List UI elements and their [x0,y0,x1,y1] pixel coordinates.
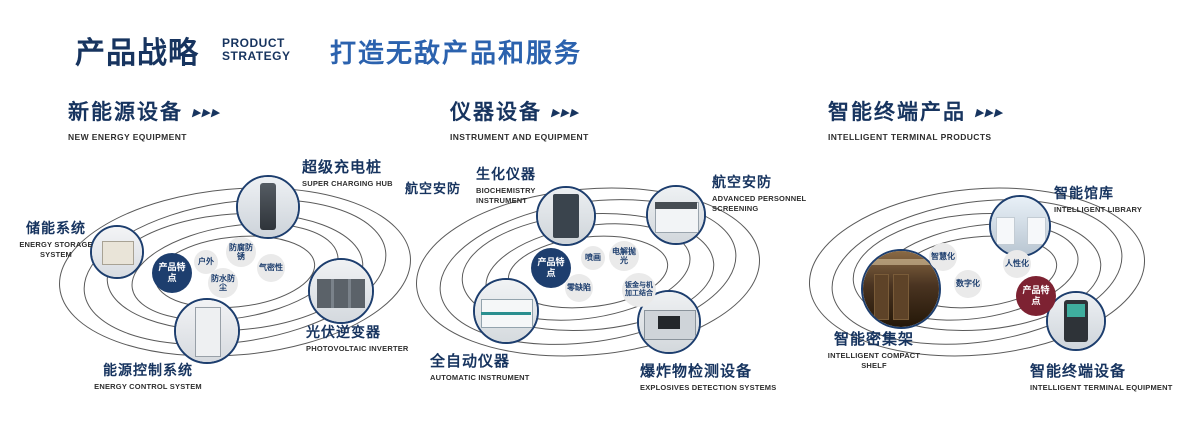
node-photovoltaic-inverter [308,258,374,324]
label-cn: 光伏逆变器 [306,324,381,340]
label-cn: 生化仪器 [476,166,536,182]
charging-hub-photo [238,177,298,237]
feature-bubble: 人性化 [1003,250,1031,278]
kiosk-screen-shape [1067,304,1085,317]
label-cn: 能源控制系统 [103,362,193,378]
node-energy-control-system [174,298,240,364]
label-cn: 爆炸物检测设备 [640,363,753,380]
label-cn: 航空安防 [712,174,772,190]
label-en: BIOCHEMISTRY INSTRUMENT [476,186,536,205]
node-super-charging-hub [236,175,300,239]
analyzer-accent-shape [481,312,531,316]
section-header-terminal: 智能终端产品▶▶▶ INTELLIGENT TERMINAL PRODUCTS [828,96,1006,142]
feature-bubble: 数字化 [954,270,982,298]
detector-tunnel-shape [657,316,681,330]
section-subtitle: INSTRUMENT AND EQUIPMENT [450,132,589,142]
label-cn: 超级充电桩 [302,159,383,176]
label-personnel-screening: 航空安防 ADVANCED PERSONNEL SCREENING [712,172,824,214]
slogan: 打造无敌产品和服务 [330,38,583,68]
library-shelf-shape [1026,216,1047,246]
label-explosives-detection: 爆炸物检测设备 EXPLOSIVES DETECTION SYSTEMS [640,360,785,393]
control-cabinet-shape [195,307,221,357]
feature-circle-new-energy: 产品特点 [152,253,192,293]
section-title: 仪器设备 [450,101,542,124]
node-energy-storage [90,225,144,279]
feature-bubble: 电解抛光 [609,241,639,271]
node-intelligent-library [989,195,1051,257]
terminal-kiosk-photo [1048,293,1104,349]
control-system-photo [176,300,238,362]
section-subtitle: NEW ENERGY EQUIPMENT [68,132,187,142]
section-subtitle: INTELLIGENT TERMINAL PRODUCTS [828,132,992,142]
node-automatic-instrument [473,278,539,344]
library-shelf-shape [995,216,1016,246]
label-en: ENERGY STORAGE SYSTEM [19,240,93,259]
page-title: 产品战略 [75,37,199,70]
label-cn: 智能密集架 [833,331,914,348]
label-photovoltaic-inverter: 光伏逆变器 PHOTOVOLTAIC INVERTER [306,322,416,354]
label-aviation-security: 航空安防 [405,181,462,196]
node-intelligent-compact-shelf [861,249,941,329]
label-cn: 智能终端设备 [1030,363,1127,380]
label-intelligent-compact-shelf: 智能密集架 INTELLIGENT COMPACT SHELF [818,328,930,371]
label-en: ENERGY CONTROL SYSTEM [94,382,202,391]
page-title-en-line1: PRODUCT [222,36,285,50]
label-en: SUPER CHARGING HUB [302,179,393,188]
screening-photo [648,187,704,243]
section-title: 智能终端产品 [828,101,966,124]
page-title-en: PRODUCT STRATEGY [222,37,290,62]
feature-bubble: 气密性 [257,254,285,282]
label-energy-control-system: 能源控制系统 ENERGY CONTROL SYSTEM [88,360,208,392]
label-en: ADVANCED PERSONNEL SCREENING [712,194,807,213]
node-personnel-screening [646,185,706,245]
feature-bubble: 钣金与机加工结合 [622,273,656,307]
label-en: INTELLIGENT COMPACT SHELF [827,351,921,370]
label-cn: 智能馆库 [1054,185,1114,201]
label-cn: 储能系统 [26,220,86,236]
charging-pile-shape [259,183,277,230]
section-header-new-energy: 新能源设备▶▶▶ NEW ENERGY EQUIPMENT [68,96,223,142]
label-en: INTELLIGENT TERMINAL EQUIPMENT [1030,383,1173,392]
label-en: PHOTOVOLTAIC INVERTER [306,344,409,353]
node-biochemistry-instrument [536,186,596,246]
feature-bubble: 户外 [194,250,218,274]
label-intelligent-terminal-equipment: 智能终端设备 INTELLIGENT TERMINAL EQUIPMENT [1030,360,1180,393]
label-en: EXPLOSIVES DETECTION SYSTEMS [640,383,777,392]
library-photo [991,197,1049,255]
label-super-charging-hub: 超级充电桩 SUPER CHARGING HUB [302,156,412,189]
section-title: 新能源设备 [68,101,183,124]
feature-bubble: 零缺陷 [565,274,593,302]
label-biochemistry: 生化仪器 BIOCHEMISTRY INSTRUMENT [476,164,568,206]
label-intelligent-library: 智能馆库 INTELLIGENT LIBRARY [1054,183,1164,215]
feature-circle-terminal: 产品特点 [1016,276,1056,316]
feature-bubble: 防水防尘 [208,268,238,298]
label-cn: 全自动仪器 [430,353,511,370]
server-rack-shape [552,193,580,239]
shelf-unit-shape [893,273,910,320]
automatic-instrument-photo [475,280,537,342]
node-intelligent-terminal-equipment [1046,291,1106,351]
feature-bubble: 喷画 [581,246,605,270]
inverter-photo [310,260,372,322]
compact-shelf-photo [863,251,939,327]
feature-bubble: 防腐防锈 [226,237,256,267]
shelf-ceiling-light-shape [863,258,939,266]
label-automatic-instrument: 全自动仪器 AUTOMATIC INSTRUMENT [430,350,540,383]
section-header-instrument: 仪器设备▶▶▶ INSTRUMENT AND EQUIPMENT [450,96,589,142]
screening-machine-top-shape [654,201,698,209]
shelf-unit-shape [873,273,890,320]
feature-circle-instrument: 产品特点 [531,248,571,288]
label-en: INTELLIGENT LIBRARY [1054,205,1143,214]
label-en: AUTOMATIC INSTRUMENT [430,373,530,382]
biochemistry-photo [538,188,594,244]
energy-storage-photo [92,227,142,277]
label-energy-storage: 储能系统 ENERGY STORAGE SYSTEM [14,218,98,260]
feature-bubble: 智慧化 [929,243,957,271]
inverter-cabinets-shape [317,278,365,309]
page-title-en-line2: STRATEGY [222,48,291,63]
energy-storage-cabinet-shape [102,241,134,265]
